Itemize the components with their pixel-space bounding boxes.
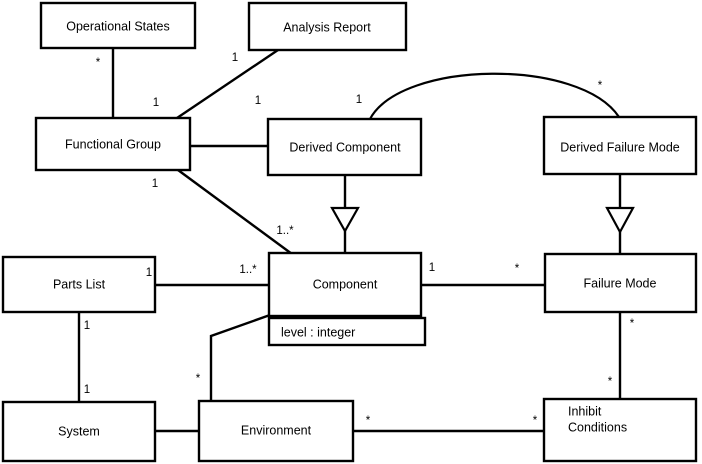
conn-environment-component[interactable] <box>209 313 271 401</box>
multiplicity-functional-group-report: 1 <box>153 97 159 109</box>
multiplicity-derived-component-left: 1 <box>255 95 261 107</box>
class-box-inhibit-conditions[interactable] <box>542 397 698 463</box>
class-inhibit-conditions[interactable]: Inhibit Conditions <box>542 397 698 463</box>
multiplicity-labels: * 1 1 1 1 * 1 1..* 1 1..* 1 1 1 * * * * … <box>84 52 635 427</box>
class-box-system[interactable] <box>1 400 157 463</box>
association-lines <box>77 48 622 433</box>
class-derived-failure-mode[interactable]: Derived Failure Mode <box>542 115 698 176</box>
class-functional-group[interactable]: Functional Group <box>34 116 192 172</box>
multiplicity-failure-mode-inhibit: * <box>630 318 635 330</box>
class-environment[interactable]: Environment <box>197 399 355 463</box>
class-label-derived-failure-mode: Derived Failure Mode <box>560 140 680 154</box>
multiplicity-system-parts-list: 1 <box>84 384 90 396</box>
class-derived-component[interactable]: Derived Component <box>266 117 423 177</box>
class-box-derived-component[interactable] <box>266 117 423 177</box>
class-label-system: System <box>58 424 100 438</box>
class-system[interactable]: System <box>1 400 157 463</box>
multiplicity-analysis-report: 1 <box>232 52 238 64</box>
attribute-label-component-level: level : integer <box>281 325 355 339</box>
class-label-functional-group: Functional Group <box>65 137 161 151</box>
multiplicity-parts-list-right: 1 <box>146 267 152 279</box>
multiplicity-operational-states: * <box>96 57 101 69</box>
multiplicity-functional-group-component: 1 <box>152 178 158 190</box>
class-label-parts-list: Parts List <box>53 277 106 291</box>
class-label-component: Component <box>313 277 378 291</box>
multiplicity-component-parts-list: 1..* <box>239 264 257 276</box>
class-box-environment[interactable] <box>197 399 355 463</box>
class-failure-mode[interactable]: Failure Mode <box>543 252 698 314</box>
class-box-parts-list[interactable] <box>1 255 157 314</box>
class-label-inhibit-conditions-line1: Inhibit <box>568 404 602 418</box>
multiplicity-failure-mode-component: * <box>515 263 520 275</box>
class-box-derived-failure-mode[interactable] <box>542 115 698 176</box>
class-label-environment: Environment <box>241 423 312 437</box>
generalization-triangle-component <box>330 206 360 234</box>
multiplicity-derived-failure-mode-arc: * <box>598 80 603 92</box>
class-parts-list[interactable]: Parts List <box>1 255 157 314</box>
class-box-operational-states[interactable] <box>39 1 197 50</box>
multiplicity-component-failure-mode: 1 <box>429 262 435 274</box>
multiplicity-derived-component-arc: 1 <box>356 94 362 106</box>
class-label-analysis-report: Analysis Report <box>283 20 371 34</box>
class-analysis-report[interactable]: Analysis Report <box>247 1 408 52</box>
class-component[interactable]: level : integer Component <box>267 251 427 347</box>
generalization-lines <box>330 174 635 254</box>
conn-derived-component-derived-failure-mode[interactable] <box>369 72 620 120</box>
multiplicity-component-functional-group: 1..* <box>276 225 294 237</box>
class-label-operational-states: Operational States <box>66 19 170 33</box>
class-box-functional-group[interactable] <box>34 116 192 172</box>
class-label-derived-component: Derived Component <box>289 140 401 154</box>
class-box-analysis-report[interactable] <box>247 1 408 52</box>
class-box-component[interactable] <box>267 251 423 318</box>
generalization-triangle-failure-mode <box>605 206 635 235</box>
conn-analysis-report-functional-group[interactable] <box>176 49 279 119</box>
multiplicity-environment-component: * <box>196 373 201 385</box>
class-operational-states[interactable]: Operational States <box>39 1 197 50</box>
multiplicity-inhibit-failure-mode: * <box>608 376 613 388</box>
class-box-failure-mode[interactable] <box>543 252 698 314</box>
class-attribute-compartment-component[interactable] <box>267 316 427 347</box>
class-label-failure-mode: Failure Mode <box>584 276 657 290</box>
conn-functional-group-component[interactable] <box>177 169 293 255</box>
multiplicity-parts-list-system: 1 <box>84 320 90 332</box>
multiplicity-environment-inhibit: * <box>366 415 371 427</box>
class-label-inhibit-conditions-line2: Conditions <box>568 420 627 434</box>
multiplicity-inhibit-environment: * <box>533 415 538 427</box>
